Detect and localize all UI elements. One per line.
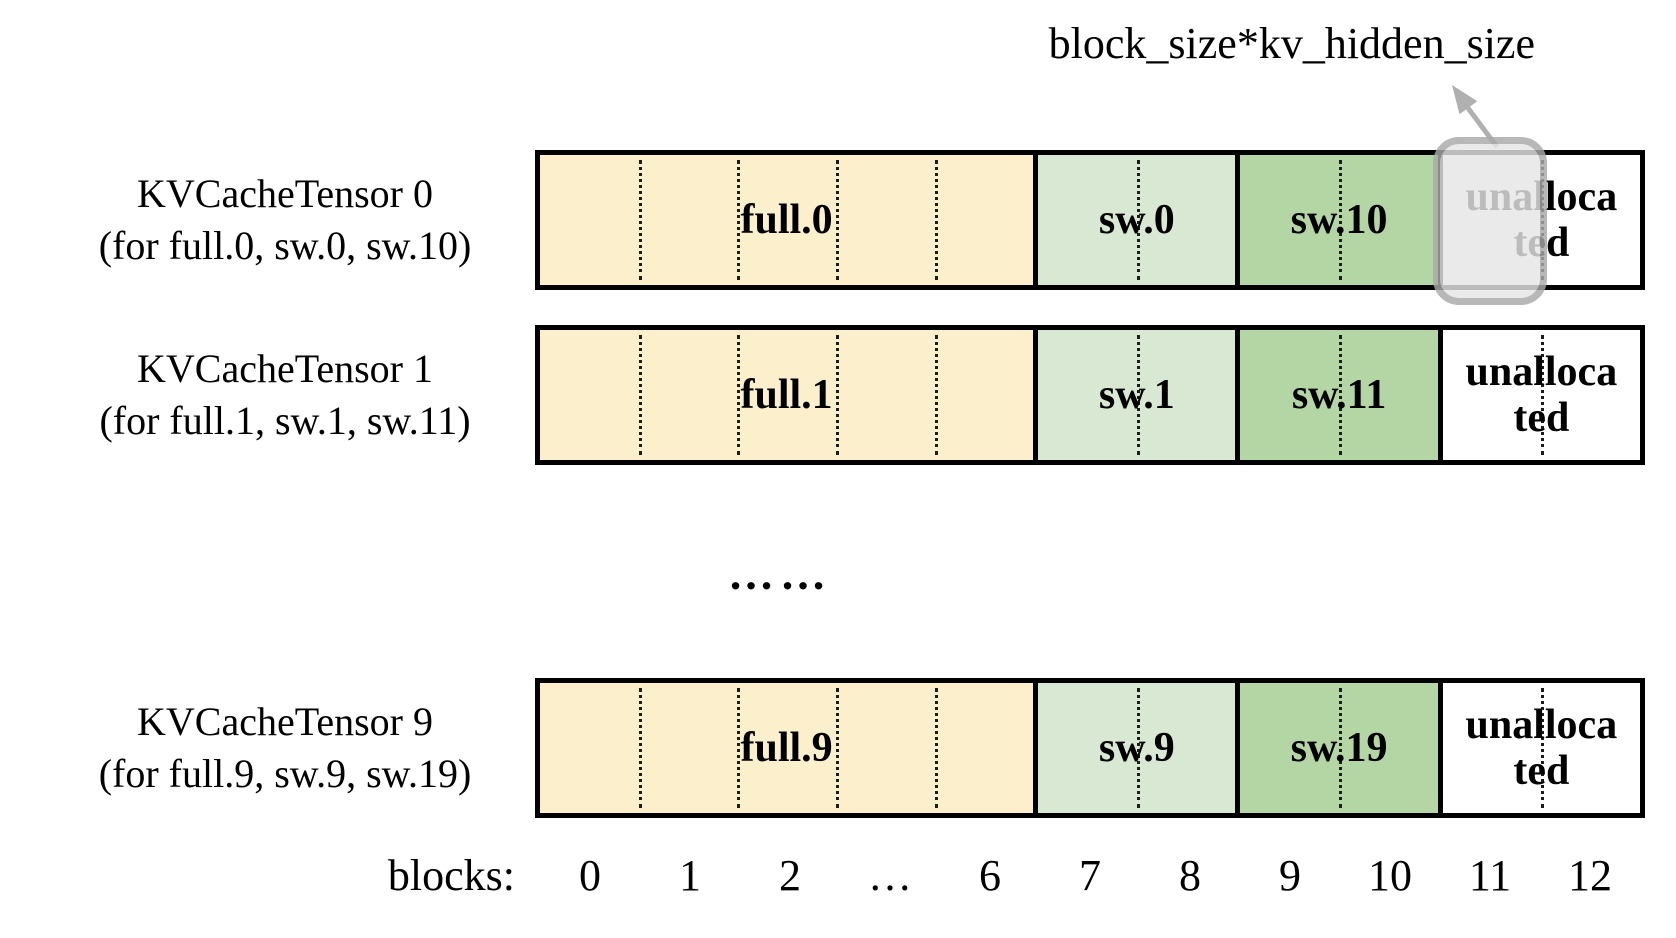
segment-label-line: ted [1513, 748, 1570, 794]
block-divider-dotted [1136, 688, 1140, 808]
segment-sw-0: sw.0 [1033, 155, 1236, 285]
segment-label: sw.1 [1098, 372, 1175, 418]
segment-label-line: unalloca [1465, 702, 1618, 748]
tensor-row-label: KVCacheTensor 0 (for full.0, sw.0, sw.10… [50, 168, 520, 272]
block-divider-dotted [1339, 160, 1343, 280]
segment-label-line: unalloca [1465, 349, 1618, 395]
block-divider-dotted [638, 160, 642, 280]
block-index-tick: 12 [1568, 851, 1612, 900]
block-divider-dotted [1136, 335, 1140, 455]
block-divider-dotted [737, 160, 741, 280]
segment-label: full.0 [740, 197, 833, 243]
tensor-name: KVCacheTensor 9 [137, 699, 433, 744]
block-index-tick: 7 [1079, 851, 1101, 900]
block-divider-dotted [1339, 688, 1343, 808]
segment-sw-11: sw.11 [1235, 330, 1438, 460]
tensor-name: KVCacheTensor 0 [137, 171, 433, 216]
segment-full-9: full.9 [540, 683, 1034, 813]
block-divider-dotted [1541, 335, 1545, 455]
block-index-tick: 1 [679, 851, 701, 900]
segment-label: sw.11 [1291, 372, 1387, 418]
tensor-name: KVCacheTensor 1 [137, 346, 433, 391]
block-size-annotation: block_size*kv_hidden_size [1048, 19, 1535, 68]
segment-sw-1: sw.1 [1033, 330, 1236, 460]
rows-ellipsis: …… [728, 548, 832, 599]
segment-label: sw.10 [1290, 197, 1388, 243]
block-index-tick: 6 [979, 851, 1001, 900]
segment-sw-10: sw.10 [1235, 155, 1438, 285]
block-divider-dotted [638, 335, 642, 455]
tensor-subtitle: (for full.9, sw.9, sw.19) [98, 751, 472, 796]
block-divider-dotted [835, 335, 839, 455]
block-divider-dotted [737, 335, 741, 455]
segment-full-0: full.0 [540, 155, 1034, 285]
tensor-row: KVCacheTensor 0 (for full.0, sw.0, sw.10… [0, 150, 1676, 290]
segment-sw-9: sw.9 [1033, 683, 1236, 813]
block-index-tick: … [868, 851, 912, 900]
block-size-highlight-box [1433, 137, 1547, 305]
segment-label: full.1 [740, 372, 833, 418]
block-divider-dotted [1541, 688, 1545, 808]
segment-label: sw.19 [1290, 725, 1388, 771]
block-divider-dotted [934, 688, 938, 808]
block-divider-dotted [835, 160, 839, 280]
block-divider-dotted [934, 160, 938, 280]
segment-sw-19: sw.19 [1235, 683, 1438, 813]
tensor-row: KVCacheTensor 9 (for full.9, sw.9, sw.19… [0, 678, 1676, 818]
segment-label: full.9 [740, 725, 833, 771]
block-index-tick: 11 [1468, 851, 1512, 900]
tensor-row: KVCacheTensor 1 (for full.1, sw.1, sw.11… [0, 325, 1676, 465]
block-index-tick: 10 [1368, 851, 1412, 900]
block-index-tick: 2 [779, 851, 801, 900]
tensor-row-label: KVCacheTensor 9 (for full.9, sw.9, sw.19… [50, 696, 520, 800]
blocks-axis-label: blocks: [387, 851, 515, 900]
segment-label-line: ted [1513, 395, 1570, 441]
block-divider-dotted [934, 335, 938, 455]
block-divider-dotted [638, 688, 642, 808]
block-index-tick: 9 [1279, 851, 1301, 900]
block-divider-dotted [737, 688, 741, 808]
block-divider-dotted [835, 688, 839, 808]
tensor-row-label: KVCacheTensor 1 (for full.1, sw.1, sw.11… [50, 343, 520, 447]
tensor-subtitle: (for full.1, sw.1, sw.11) [99, 398, 471, 443]
block-divider-dotted [1339, 335, 1343, 455]
block-index-tick: 8 [1179, 851, 1201, 900]
block-divider-dotted [1136, 160, 1140, 280]
segment-label: sw.9 [1098, 725, 1175, 771]
block-index-tick: 0 [579, 851, 601, 900]
segment-label: sw.0 [1098, 197, 1175, 243]
tensor-subtitle: (for full.0, sw.0, sw.10) [98, 223, 472, 268]
segment-full-1: full.1 [540, 330, 1034, 460]
